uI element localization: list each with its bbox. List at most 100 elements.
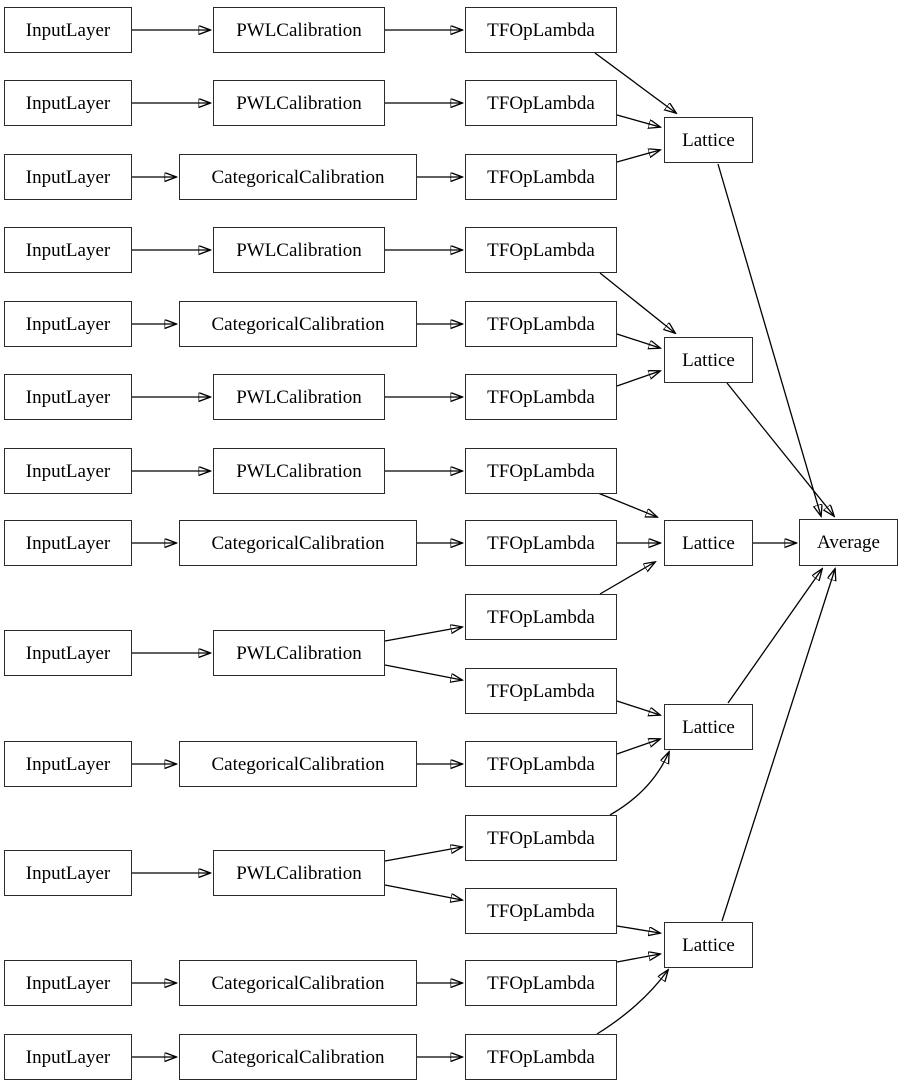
- node-label: InputLayer: [25, 642, 111, 664]
- node-pwlcal-7: PWLCalibration: [213, 850, 385, 896]
- node-label: TFOpLambda: [487, 313, 595, 335]
- node-tfoplambda-8: TFOpLambda: [465, 520, 617, 566]
- node-tfoplambda-1: TFOpLambda: [465, 7, 617, 53]
- edge-arrow-33: [616, 371, 660, 387]
- node-label: PWLCalibration: [236, 460, 362, 482]
- edge-arrow-41: [616, 954, 660, 963]
- node-label: TFOpLambda: [487, 239, 595, 261]
- node-label: InputLayer: [25, 19, 111, 41]
- node-catcal-6: CategoricalCalibration: [179, 1034, 417, 1080]
- edge-arrow-42: [596, 970, 668, 1035]
- node-label: PWLCalibration: [236, 19, 362, 41]
- node-label: InputLayer: [25, 239, 111, 261]
- node-label: TFOpLambda: [487, 1046, 595, 1068]
- node-tfoplambda-3: TFOpLambda: [465, 154, 617, 200]
- node-label: Lattice: [682, 532, 735, 554]
- edge-arrow-44: [726, 382, 834, 516]
- node-label: InputLayer: [25, 862, 111, 884]
- node-label: Average: [817, 532, 880, 553]
- node-label: TFOpLambda: [487, 753, 595, 775]
- node-pwlcal-2: PWLCalibration: [213, 80, 385, 126]
- node-label: CategoricalCalibration: [211, 1046, 385, 1068]
- node-catcal-3: CategoricalCalibration: [179, 520, 417, 566]
- node-label: TFOpLambda: [487, 19, 595, 41]
- edge-arrow-47: [721, 569, 835, 922]
- node-label: Lattice: [682, 934, 735, 956]
- node-input-11: InputLayer: [4, 850, 132, 896]
- node-tfoplambda-10: TFOpLambda: [465, 668, 617, 714]
- node-label: PWLCalibration: [236, 92, 362, 114]
- node-tfoplambda-14: TFOpLambda: [465, 960, 617, 1006]
- node-catcal-2: CategoricalCalibration: [179, 301, 417, 347]
- node-average: Average: [799, 519, 898, 566]
- node-label: CategoricalCalibration: [211, 532, 385, 554]
- edge-arrow-43: [717, 163, 821, 516]
- node-catcal-1: CategoricalCalibration: [179, 154, 417, 200]
- node-lattice-2: Lattice: [664, 337, 753, 383]
- node-label: TFOpLambda: [487, 386, 595, 408]
- node-label: TFOpLambda: [487, 680, 595, 702]
- node-tfoplambda-7: TFOpLambda: [465, 448, 617, 494]
- edge-arrow-36: [599, 562, 655, 595]
- node-pwlcal-6: PWLCalibration: [213, 630, 385, 676]
- node-label: TFOpLambda: [487, 460, 595, 482]
- node-input-7: InputLayer: [4, 448, 132, 494]
- node-label: CategoricalCalibration: [211, 166, 385, 188]
- edge-arrow-37: [616, 700, 660, 715]
- node-label: PWLCalibration: [236, 642, 362, 664]
- edge-arrow-29: [616, 114, 660, 127]
- node-label: InputLayer: [25, 313, 111, 335]
- edges-group: [132, 30, 835, 1057]
- node-label: InputLayer: [25, 1046, 111, 1068]
- node-input-2: InputLayer: [4, 80, 132, 126]
- edge-arrow-30: [616, 150, 660, 163]
- node-tfoplambda-12: TFOpLambda: [465, 815, 617, 861]
- node-label: Lattice: [682, 716, 735, 738]
- node-catcal-5: CategoricalCalibration: [179, 960, 417, 1006]
- node-input-8: InputLayer: [4, 520, 132, 566]
- node-label: PWLCalibration: [236, 386, 362, 408]
- node-input-9: InputLayer: [4, 630, 132, 676]
- node-label: TFOpLambda: [487, 972, 595, 994]
- node-label: CategoricalCalibration: [211, 753, 385, 775]
- node-label: InputLayer: [25, 972, 111, 994]
- node-lattice-5: Lattice: [664, 922, 753, 968]
- node-label: InputLayer: [25, 386, 111, 408]
- node-label: TFOpLambda: [487, 606, 595, 628]
- node-label: CategoricalCalibration: [211, 313, 385, 335]
- edge-arrow-39: [609, 752, 669, 816]
- edge-arrow-24: [384, 847, 462, 862]
- node-tfoplambda-6: TFOpLambda: [465, 374, 617, 420]
- edge-arrow-38: [616, 739, 660, 755]
- edge-arrow-28: [594, 52, 676, 113]
- node-catcal-4: CategoricalCalibration: [179, 741, 417, 787]
- node-label: PWLCalibration: [236, 239, 362, 261]
- node-pwlcal-4: PWLCalibration: [213, 374, 385, 420]
- node-label: CategoricalCalibration: [211, 972, 385, 994]
- node-pwlcal-5: PWLCalibration: [213, 448, 385, 494]
- node-pwlcal-3: PWLCalibration: [213, 227, 385, 273]
- node-input-6: InputLayer: [4, 374, 132, 420]
- node-label: InputLayer: [25, 166, 111, 188]
- node-label: TFOpLambda: [487, 166, 595, 188]
- node-label: TFOpLambda: [487, 92, 595, 114]
- node-input-13: InputLayer: [4, 1034, 132, 1080]
- node-lattice-4: Lattice: [664, 704, 753, 750]
- node-tfoplambda-9: TFOpLambda: [465, 594, 617, 640]
- edge-arrow-40: [616, 925, 660, 933]
- node-input-12: InputLayer: [4, 960, 132, 1006]
- node-tfoplambda-2: TFOpLambda: [465, 80, 617, 126]
- node-label: TFOpLambda: [487, 827, 595, 849]
- edge-arrow-32: [616, 333, 660, 348]
- node-tfoplambda-13: TFOpLambda: [465, 888, 617, 934]
- node-tfoplambda-11: TFOpLambda: [465, 741, 617, 787]
- node-label: InputLayer: [25, 460, 111, 482]
- edge-arrow-22: [384, 664, 462, 680]
- node-label: TFOpLambda: [487, 532, 595, 554]
- edge-arrow-34: [597, 492, 657, 517]
- node-label: Lattice: [682, 349, 735, 371]
- node-input-4: InputLayer: [4, 227, 132, 273]
- node-lattice-1: Lattice: [664, 117, 753, 163]
